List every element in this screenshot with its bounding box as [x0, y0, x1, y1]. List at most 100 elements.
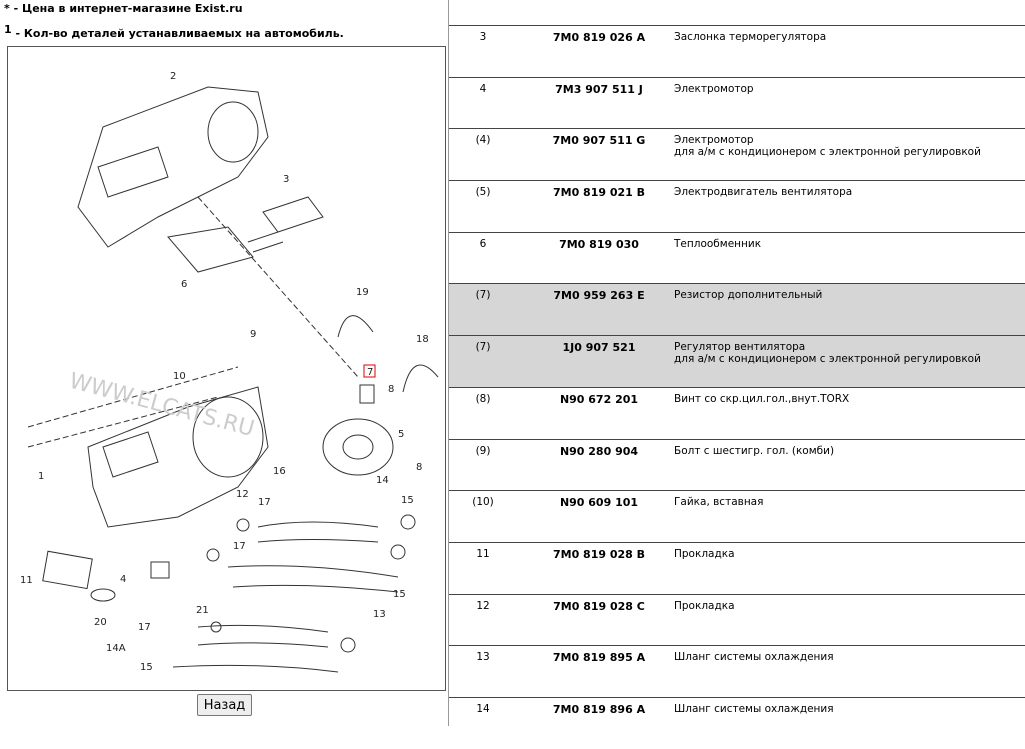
part-position: 3	[479, 31, 487, 43]
part-number[interactable]: 7M0 819 021 B	[552, 186, 646, 200]
callout-4: 4	[120, 574, 126, 585]
column-divider	[448, 0, 449, 726]
part-description: Прокладка	[674, 600, 735, 612]
callout-2: 2	[170, 71, 176, 82]
callout-17c: 17	[138, 622, 151, 633]
part-name: Шланг системы охлаждения	[674, 651, 834, 664]
part-description: Резистор дополнительный	[674, 289, 822, 301]
callout-7-highlight	[363, 364, 376, 378]
part-description: Шланг системы охлаждения	[674, 651, 834, 663]
part-description: Болт с шестигр. гол. (комби)	[674, 445, 834, 457]
part-number[interactable]: 7M3 907 511 J	[555, 82, 643, 96]
callout-8: 8	[388, 384, 394, 395]
callout-6: 6	[181, 279, 187, 290]
part-description: Электродвигатель вентилятора	[674, 186, 852, 198]
callout-3: 3	[283, 174, 289, 185]
part-row[interactable]: 12 7M0 819 028 C Прокладка	[449, 593, 1025, 646]
part-number[interactable]: 1J0 907 521	[562, 341, 636, 355]
qty-legend-text: - Кол-во деталей устанавливаемых на авто…	[15, 27, 344, 40]
part-row[interactable]: (10) N90 609 101 Гайка, вставная	[449, 490, 1025, 542]
part-row[interactable]: 4 7M3 907 511 J Электромотор	[449, 76, 1025, 129]
part-name: Винт со скр.цил.гол.,внут.TORX	[674, 392, 850, 405]
part-row[interactable]: (5) 7M0 819 021 B Электродвигатель вентиля…	[449, 180, 1025, 232]
callout-13: 13	[373, 609, 386, 620]
part-position: (7)	[475, 341, 491, 354]
callout-21: 21	[196, 605, 209, 616]
part-name: Электромотор	[674, 82, 754, 95]
callout-14a: 14A	[106, 643, 126, 654]
part-note: для а/м с кондиционером с электронной ре…	[674, 353, 981, 366]
callout-20: 20	[94, 617, 107, 628]
part-row[interactable]: 13 7M0 819 895 A Шланг системы охлаждения	[449, 645, 1025, 697]
part-number[interactable]: 7M0 819 028 B	[552, 547, 646, 561]
part-number[interactable]: 7M0 819 028 C	[553, 599, 645, 613]
parts-diagram: WWW.ELCATS.RU 1 2 3 4 5 6 7 8 8 9 10 11 …	[7, 46, 446, 691]
part-row[interactable]: 11 7M0 819 028 B Прокладка	[449, 541, 1025, 594]
part-row[interactable]: (9) N90 280 904 Болт с шестигр. гол. (комб…	[449, 438, 1025, 491]
part-position: (4)	[475, 134, 491, 147]
part-position: (9)	[475, 444, 491, 457]
part-row[interactable]: (8) N90 672 201 Винт со скр.цил.гол.,внут.…	[449, 386, 1025, 439]
part-position: 4	[479, 82, 487, 95]
callout-9: 9	[250, 329, 256, 340]
part-number[interactable]: 7M0 819 896 A	[552, 702, 646, 716]
part-description: Гайка, вставная	[674, 496, 763, 508]
price-marker: *	[4, 2, 10, 15]
quantity-legend: 1 - Кол-во деталей устанавливаемых на ав…	[4, 23, 344, 40]
callout-11: 11	[20, 575, 33, 586]
part-note: для а/м с кондиционером с электронной ре…	[674, 146, 981, 159]
part-position: (5)	[475, 186, 491, 199]
back-button[interactable]: Назад	[197, 694, 252, 716]
watermark: WWW.ELCATS.RU	[66, 369, 256, 442]
part-name: Прокладка	[674, 599, 735, 612]
part-position: 11	[476, 547, 490, 560]
callout-18: 18	[416, 334, 429, 345]
price-legend-text: - Цена в интернет-магазине Exist.ru	[13, 2, 243, 15]
callout-15: 15	[401, 495, 414, 506]
callout-14: 14	[376, 475, 389, 486]
part-number[interactable]: 7M0 907 511 G	[552, 134, 646, 148]
part-number[interactable]: 7M0 819 030	[559, 237, 639, 251]
part-number[interactable]: 7M0 819 026 A	[552, 31, 646, 44]
parts-table: 3 7M0 819 026 A Заслонка терморегулятора 4 7…	[449, 25, 1025, 749]
part-name: Регулятор вентилятора	[674, 341, 806, 354]
part-description: Прокладка	[674, 548, 735, 560]
callout-12: 12	[236, 489, 249, 500]
part-name: Прокладка	[674, 547, 735, 560]
part-description: Винт со скр.цил.гол.,внут.TORX	[674, 393, 849, 405]
part-name: Электродвигатель вентилятора	[674, 186, 853, 199]
callout-7[interactable]: 7	[367, 367, 373, 378]
callout-10: 10	[173, 371, 186, 382]
part-name: Заслонка терморегулятора	[674, 31, 827, 43]
part-name: Резистор дополнительный	[674, 289, 823, 302]
part-number[interactable]: N90 280 904	[559, 444, 639, 458]
part-row[interactable]: 3 7M0 819 026 A Заслонка терморегулятора	[449, 25, 1025, 77]
part-position: (8)	[475, 392, 491, 405]
exploded-view-drawing: WWW.ELCATS.RU 1 2 3 4 5 6 7 8 8 9 10 11 …	[20, 71, 439, 673]
part-description: Заслонка терморегулятора	[674, 31, 826, 43]
part-position: 13	[476, 651, 490, 664]
part-number[interactable]: N90 609 101	[559, 496, 639, 510]
callout-5: 5	[398, 429, 404, 440]
callout-19: 19	[356, 287, 369, 298]
part-position: (10)	[472, 496, 494, 509]
part-name: Теплообменник	[674, 237, 762, 250]
part-position: 12	[476, 599, 490, 612]
part-number[interactable]: N90 672 201	[559, 392, 639, 406]
part-name: Электромотор	[674, 134, 754, 147]
part-number[interactable]: 7M0 819 895 A	[552, 651, 646, 665]
callout-1: 1	[38, 471, 44, 482]
part-number[interactable]: 7M0 959 263 E	[553, 289, 645, 303]
part-position: 14	[476, 702, 490, 715]
part-description: Теплообменник	[674, 238, 761, 250]
qty-marker: 1	[4, 23, 12, 36]
callout-15b: 15	[393, 589, 406, 600]
callout-17: 17	[258, 497, 271, 508]
